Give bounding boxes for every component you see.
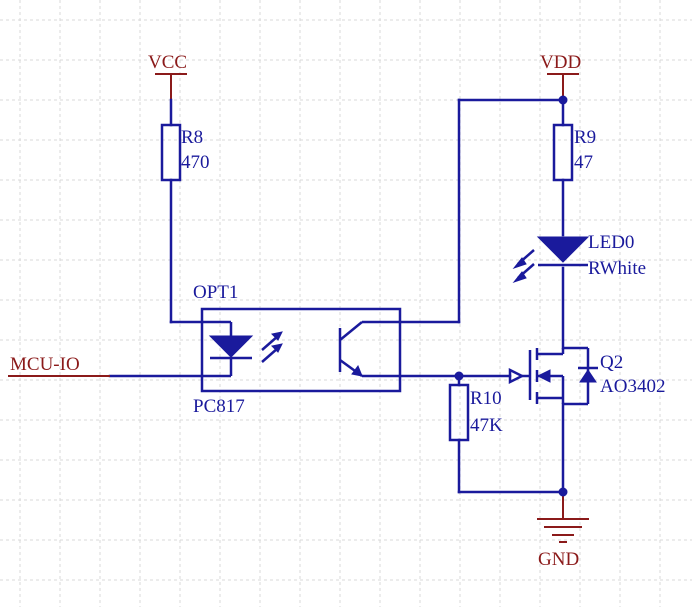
q2-part: AO3402	[600, 376, 665, 397]
opt-ref: OPT1	[193, 282, 238, 303]
vdd-label: VDD	[540, 52, 581, 73]
gnd-symbol: GND	[537, 492, 589, 570]
vdd-symbol: VDD	[540, 52, 581, 100]
mcu-io-label: MCU-IO	[10, 354, 80, 375]
led-led0: LED0 RWhite	[512, 232, 646, 284]
led-ref: LED0	[588, 232, 634, 253]
resistor-r8: R8 470	[160, 123, 210, 182]
opt-part: PC817	[193, 396, 245, 417]
r10-ref: R10	[470, 388, 502, 409]
vcc-symbol: VCC	[148, 52, 187, 100]
q2-ref: Q2	[600, 352, 623, 373]
r9-value: 47	[574, 152, 593, 173]
r8-value: 470	[181, 152, 210, 173]
mcu-io-net: MCU-IO	[8, 354, 110, 377]
r8-ref: R8	[181, 127, 203, 148]
junctions	[454, 95, 568, 497]
r9-ref: R9	[574, 127, 596, 148]
wires	[108, 98, 565, 494]
resistor-r10: R10 47K	[448, 383, 503, 442]
vcc-label: VCC	[148, 52, 187, 73]
led-value: RWhite	[588, 258, 646, 279]
optocoupler-opt1: OPT1 PC817	[193, 282, 402, 417]
r10-value: 47K	[470, 415, 503, 436]
mosfet-q2: Q2 AO3402	[508, 346, 665, 406]
gnd-label: GND	[538, 549, 579, 570]
resistor-r9: R9 47	[552, 123, 596, 182]
